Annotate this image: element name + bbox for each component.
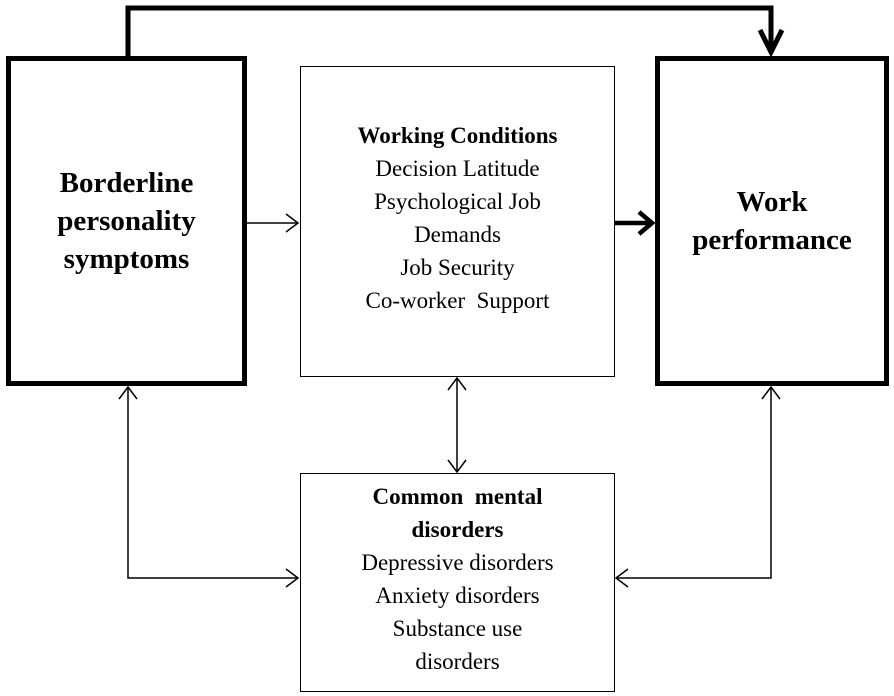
working-cmd-arrowhead-up: [447, 376, 467, 391]
working-item-coworker-support: Co-worker Support: [365, 288, 550, 313]
working-to-work-arrowhead: [637, 210, 656, 236]
borderline-line-3: symptoms: [63, 243, 190, 275]
working-item-decision-latitude: Decision Latitude: [375, 156, 540, 181]
borderline-to-working-arrowhead: [285, 213, 300, 233]
cmd-item-disorders: disorders: [415, 649, 500, 674]
work-performance-line-1: Work: [736, 186, 808, 218]
common-mental-title-line-1: Common mental: [372, 484, 543, 509]
cmd-item-anxiety: Anxiety disorders: [375, 583, 540, 608]
cmd-work-arrowhead-left: [614, 568, 629, 588]
top-direct-arrowhead: [757, 28, 785, 58]
common-mental-title-line-2: disorders: [411, 517, 504, 542]
cmd-work-arrowhead-up: [761, 385, 781, 400]
borderline-cmd-arrowhead-up: [118, 385, 138, 400]
work-performance-line-2: performance: [692, 224, 852, 256]
borderline-line-2: personality: [57, 205, 196, 237]
cmd-item-depressive: Depressive disorders: [361, 550, 554, 575]
working-item-psychological-job: Psychological Job: [374, 189, 541, 214]
borderline-personality-box: Borderline personality symptoms: [6, 56, 247, 386]
work-performance-box: Work performance: [655, 56, 889, 386]
borderline-cmd-arrowhead-right: [285, 568, 300, 588]
common-mental-disorders-box: Common mental disorders Depressive disor…: [300, 473, 615, 692]
top-direct-connector: [125, 5, 774, 56]
working-conditions-box: Working Conditions Decision Latitude Psy…: [300, 66, 615, 377]
working-cmd-arrowhead-down: [447, 459, 467, 474]
borderline-cmd-line: [127, 387, 298, 579]
working-item-demands: Demands: [414, 222, 501, 247]
cmd-work-line: [616, 387, 772, 579]
working-item-job-security: Job Security: [400, 255, 515, 280]
borderline-line-1: Borderline: [59, 167, 194, 199]
cmd-item-substance-use: Substance use: [392, 616, 523, 641]
working-conditions-title: Working Conditions: [357, 123, 558, 148]
